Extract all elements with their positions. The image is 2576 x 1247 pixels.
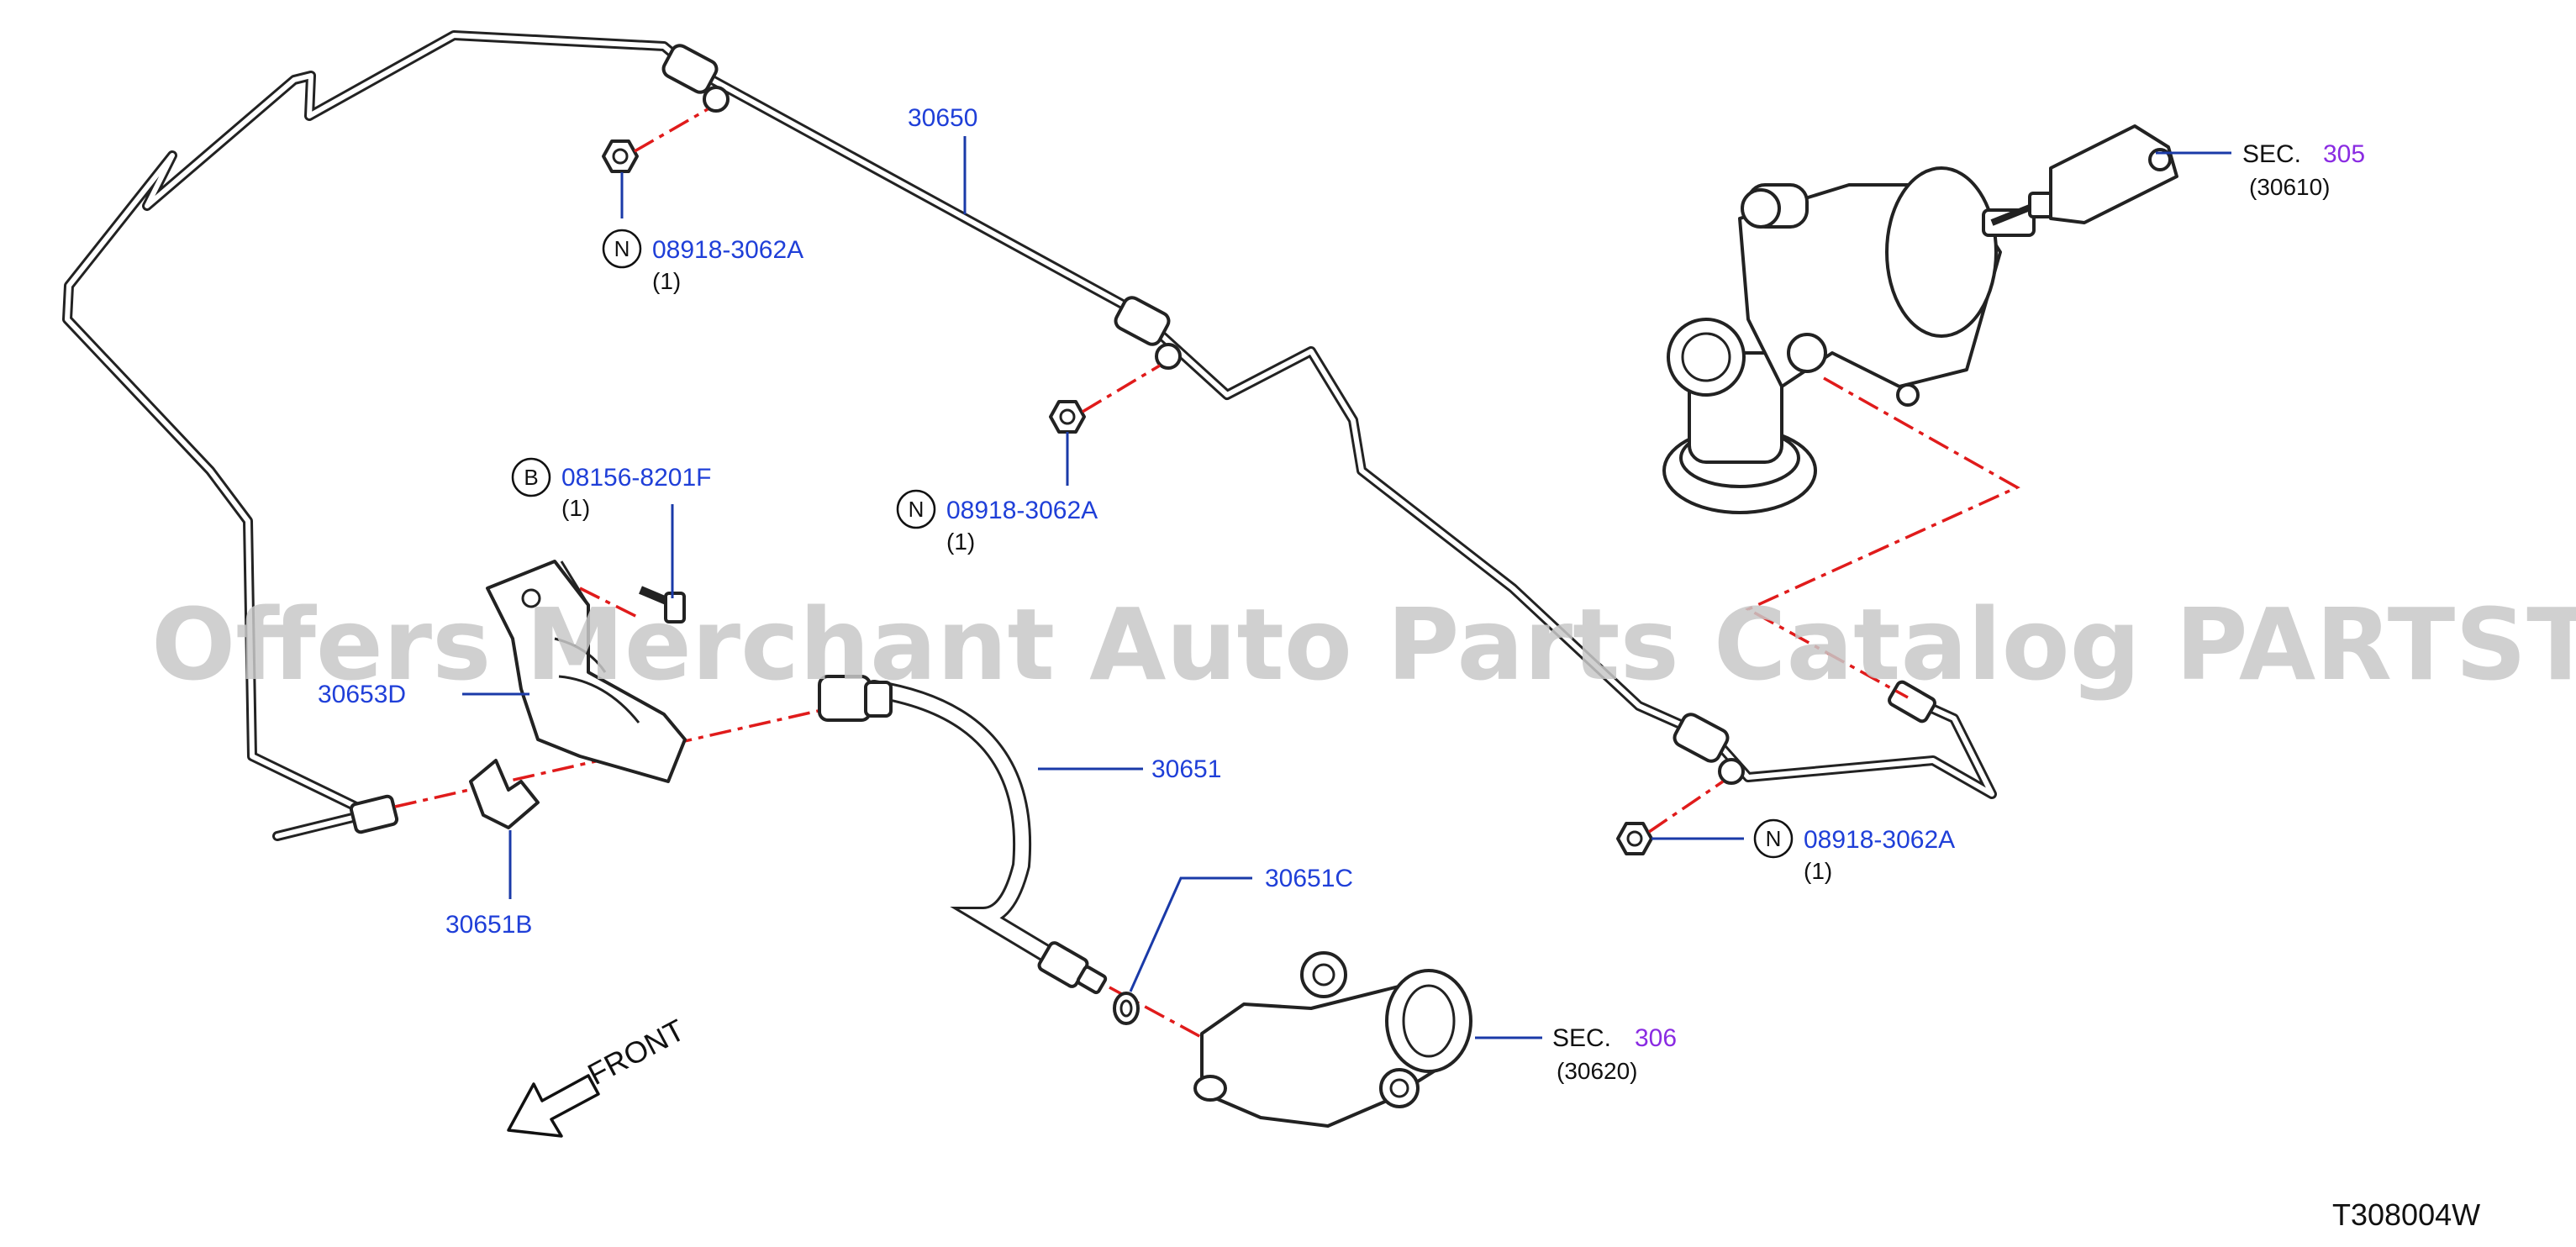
qty-1: (1) <box>652 268 681 294</box>
callout-sec-306[interactable]: SEC. 306 (30620) <box>1552 1024 1677 1084</box>
sec-305-number[interactable]: 305 <box>2323 140 2365 168</box>
callout-nut-lower: N 08918-3062A (1) <box>1753 818 1955 884</box>
flange-nut-1[interactable] <box>602 139 639 173</box>
label-30651: 30651 <box>1151 755 1221 783</box>
front-direction-arrow <box>507 1074 600 1138</box>
callout-bolt: B 08156-8201F (1) <box>511 457 711 521</box>
flange-nut-2[interactable] <box>1049 400 1086 434</box>
tube-end-fitting-front <box>349 794 399 834</box>
bracket-30653D[interactable] <box>486 560 687 783</box>
watermark: Offers Merchant Auto Parts Catalog PARTS… <box>151 587 2576 702</box>
qty-3: (1) <box>1804 858 1832 884</box>
callout-nut-middle: N 08918-3062A (1) <box>896 489 1098 555</box>
part-number-08918-3062A-2: 08918-3062A <box>946 497 1098 524</box>
diagram-code: T308004W <box>2332 1197 2480 1232</box>
symbol-n-3: N <box>1766 826 1782 851</box>
flange-nut-3[interactable] <box>1616 822 1653 855</box>
tube-clip-middle <box>1114 296 1182 370</box>
clip-30651B[interactable] <box>469 759 540 829</box>
sec-306-label: SEC. <box>1552 1024 1611 1052</box>
sec-305-sub: (30610) <box>2249 174 2331 200</box>
clutch-master-cylinder[interactable] <box>1662 166 2036 514</box>
part-number-08918-3062A-3: 08918-3062A <box>1804 826 1955 854</box>
washer-30651C[interactable] <box>1113 992 1140 1025</box>
label-30651B: 30651B <box>445 911 532 939</box>
clutch-hose-30651[interactable] <box>818 675 1108 995</box>
tube-clip-upper <box>661 44 730 113</box>
front-label: FRONT <box>582 1013 691 1092</box>
label-30651C: 30651C <box>1265 865 1353 892</box>
master-cylinder-clevis <box>1990 124 2178 226</box>
label-30650: 30650 <box>908 104 977 132</box>
sec-305-label: SEC. <box>2242 140 2301 168</box>
label-30653D: 30653D <box>318 681 406 708</box>
clutch-operating-cylinder[interactable] <box>1193 951 1472 1128</box>
leader-lines <box>462 136 2231 1039</box>
symbol-n-2: N <box>909 497 925 522</box>
sec-306-number[interactable]: 306 <box>1635 1024 1677 1052</box>
qty-2: (1) <box>946 529 975 555</box>
part-number-08918-3062A-1: 08918-3062A <box>652 236 803 264</box>
tube-clip-lower <box>1673 713 1745 785</box>
callout-nut-upper: N 08918-3062A (1) <box>602 229 803 294</box>
callout-sec-305[interactable]: SEC. 305 (30610) <box>2242 140 2365 200</box>
symbol-b: B <box>524 465 538 490</box>
part-number-08156-8201F: 08156-8201F <box>561 464 711 492</box>
bolt-08156-8201F[interactable] <box>639 586 686 624</box>
qty-bolt: (1) <box>561 495 590 521</box>
symbol-n-1: N <box>614 236 630 261</box>
sec-306-sub: (30620) <box>1557 1058 1638 1084</box>
